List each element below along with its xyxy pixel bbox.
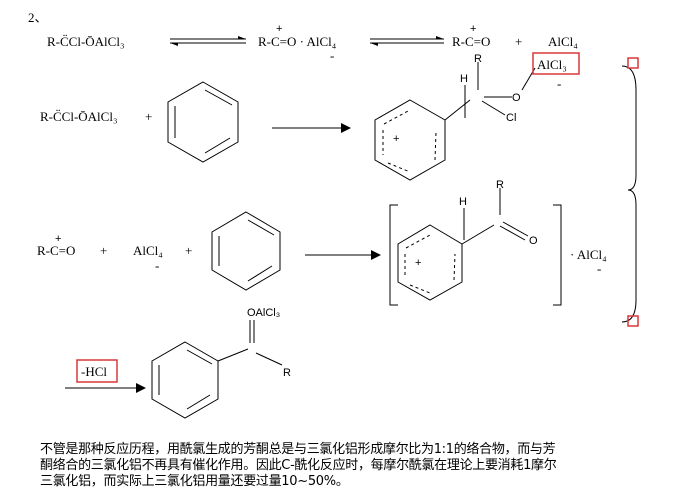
- plus-sign: +: [185, 243, 192, 258]
- acylium-ion: R-C=O: [452, 34, 490, 49]
- plus-sign: +: [515, 34, 522, 49]
- r-label: R: [496, 179, 504, 191]
- tetrachloroaluminate: AlCl₄: [133, 243, 163, 258]
- h-label: H: [460, 73, 468, 85]
- acyl-chloride-complex: R-C̈Cl-ŌAlCl₃: [40, 109, 118, 124]
- r-label: R: [283, 367, 291, 379]
- sigma-complex-ring: [397, 188, 529, 301]
- charge-plus: +: [276, 23, 282, 35]
- hcl-elimination-label: -HCl: [81, 364, 107, 379]
- plus-sign: +: [100, 243, 107, 258]
- highlight-box: [532, 52, 580, 75]
- acyl-chloride-complex: R-C̈Cl-ŌAlCl₃: [47, 34, 125, 49]
- ring-charge: +: [415, 257, 421, 269]
- right-bracket: [553, 204, 562, 306]
- alcl3-label: AlCl₃: [537, 57, 567, 72]
- charge-plus: +: [470, 23, 476, 35]
- cl-label: Cl: [506, 112, 516, 124]
- o-label: O: [512, 92, 521, 104]
- right-brace: [621, 65, 637, 323]
- charge-minus: -: [330, 48, 334, 63]
- plus-sign: +: [145, 109, 152, 124]
- equilibrium-arrow-1: [170, 36, 246, 46]
- benzene-ring: [167, 81, 239, 163]
- oalcl3-label: OAlCl₃: [247, 307, 280, 319]
- explanation-paragraph: 不管是那种反应历程，用酰氯生成的芳酮总是与三氯化铝形成摩尔比为1:1的络合物，而…: [40, 442, 687, 490]
- charge-minus: -: [557, 76, 561, 91]
- charge-plus: +: [55, 233, 61, 245]
- o-label: O: [529, 235, 538, 247]
- paragraph-line: 酮络合的三氯化铝不再具有催化作用。因此C-酰化反应时，每摩尔酰氯在理论上要消耗1…: [40, 458, 557, 473]
- ion-pair: R-C=O · AlCl₄: [258, 34, 337, 49]
- tetrachloroaluminate: AlCl₄: [548, 34, 578, 49]
- item-number: 2、: [28, 10, 48, 25]
- counter-ion: · AlCl₄: [570, 247, 607, 262]
- charge-minus: -: [597, 261, 601, 276]
- resize-handle[interactable]: [627, 57, 639, 69]
- paragraph-line: 三氯化铝，而实际上三氯化铝用量还要过量10~50%。: [40, 474, 349, 489]
- resize-handle[interactable]: [627, 315, 639, 327]
- h-label: H: [459, 196, 467, 208]
- acylium-ion: R-C=O: [37, 243, 75, 258]
- charge-minus: -: [155, 258, 159, 273]
- equilibrium-arrow-2: [370, 36, 444, 46]
- sigma-complex-ring: [374, 62, 536, 181]
- aryl-ketone-complex: [151, 320, 283, 419]
- benzene-ring: [211, 211, 281, 291]
- paragraph-line: 不管是那种反应历程，用酰氯生成的芳酮总是与三氯化铝形成摩尔比为1:1的络合物，而…: [40, 442, 556, 457]
- highlight-box: [76, 359, 118, 383]
- left-bracket: [389, 204, 398, 306]
- ring-charge: +: [393, 133, 399, 145]
- r-label: R: [474, 53, 482, 65]
